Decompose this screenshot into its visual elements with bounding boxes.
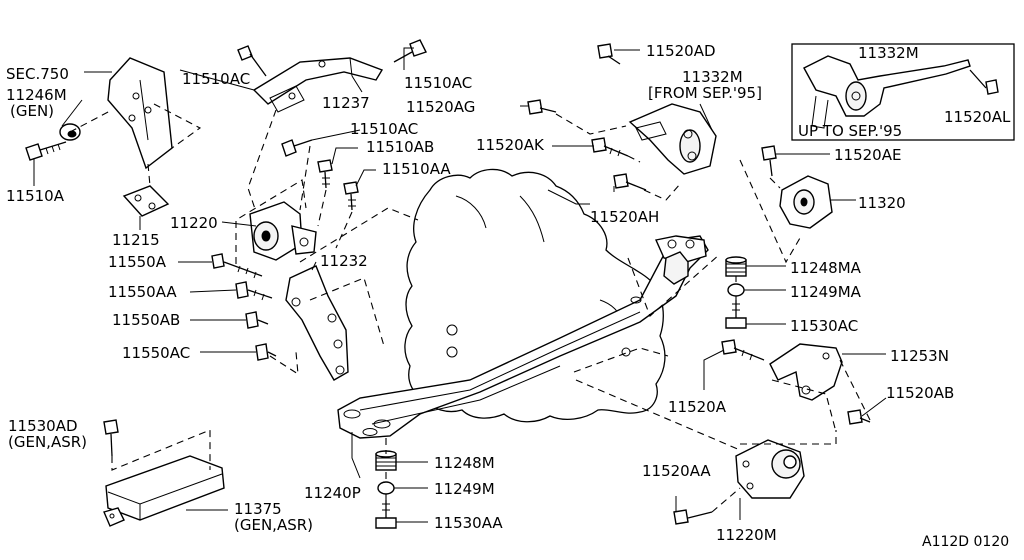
label-11249ma: 11249MA — [790, 283, 862, 301]
label-gen-asr-2: (GEN,ASR) — [234, 516, 313, 534]
bolt-11510aa — [343, 181, 359, 211]
label-11520a: 11520A — [668, 398, 727, 416]
inset-up-to-sep95 — [791, 43, 1015, 141]
bolt-11530aa — [375, 500, 397, 529]
diagram-code: A112D 0120 — [922, 534, 1009, 550]
label-11215: 11215 — [112, 231, 160, 249]
bolt-11520a — [721, 339, 765, 361]
label-11220m: 11220M — [716, 526, 777, 544]
label-11520ab: 11520AB — [886, 384, 954, 402]
bolt-11520ab — [847, 409, 871, 425]
bolt-11550ac — [255, 343, 277, 361]
center-member-11240p — [337, 235, 709, 439]
label-11246m: 11246M — [6, 86, 67, 104]
label-11520ag: 11520AG — [406, 98, 475, 116]
label-11220: 11220 — [170, 214, 218, 232]
label-11510a: 11510A — [6, 187, 65, 205]
label-11510ac-c: 11510AC — [350, 120, 418, 138]
label-11520ah: 11520AH — [590, 208, 659, 226]
label-11237: 11237 — [322, 94, 370, 112]
bolt-11510a — [25, 141, 67, 161]
bolt-11520ak — [591, 137, 629, 157]
bracket-11253n — [769, 343, 843, 401]
bolt-11520ah — [613, 173, 647, 191]
label-11240p: 11240P — [304, 484, 361, 502]
bolt-11520ag — [527, 99, 557, 115]
label-11550ab: 11550AB — [112, 311, 180, 329]
washer-11249m — [377, 481, 395, 495]
label-11530ad: 11530AD — [8, 417, 78, 435]
bracket-11232 — [285, 265, 349, 381]
label-11232: 11232 — [320, 252, 368, 270]
label-11520ad: 11520AD — [646, 42, 716, 60]
bolt-11510ac-right — [393, 39, 427, 63]
label-11520al: 11520AL — [944, 108, 1011, 126]
bracket-sec750 — [107, 57, 173, 170]
bolt-11520ad — [597, 43, 621, 65]
label-from-sep95: [FROM SEP.'95] — [648, 84, 762, 102]
label-11253n: 11253N — [890, 347, 949, 365]
label-11375: 11375 — [234, 500, 282, 518]
mount-11320 — [779, 175, 833, 229]
washer-11249ma — [727, 283, 745, 297]
label-11530aa: 11530AA — [434, 514, 503, 532]
label-11520ae: 11520AE — [834, 146, 901, 164]
label-11550a: 11550A — [108, 253, 167, 271]
label-sec750: SEC.750 — [6, 65, 69, 83]
label-up-to-sep95: UP TO SEP.'95 — [798, 122, 902, 140]
bolt-11520aa — [673, 509, 713, 525]
label-11520ak: 11520AK — [476, 136, 545, 154]
label-11332m-a: 11332M — [682, 68, 743, 86]
bolt-11510ab — [317, 159, 333, 189]
label-gen-asr-1: (GEN,ASR) — [8, 433, 87, 451]
bolt-11520ae — [761, 145, 777, 177]
bolt-11530ac — [725, 300, 747, 329]
part-labels: SEC.750 11246M (GEN) 11510A 11215 11510A… — [6, 42, 1011, 550]
label-11510ac-a: 11510AC — [182, 70, 250, 88]
label-11510ab: 11510AB — [366, 138, 434, 156]
module-11375 — [103, 455, 225, 527]
bolt-11550ab — [245, 311, 269, 329]
label-11530ac: 11530AC — [790, 317, 858, 335]
bracket-11237 — [252, 57, 384, 113]
engine-block — [404, 168, 666, 423]
engine-mount-11220 — [249, 201, 317, 261]
dashed-guides — [69, 103, 871, 513]
label-gen: (GEN) — [10, 102, 54, 120]
label-11332m-b: 11332M — [858, 44, 919, 62]
label-11520aa: 11520AA — [642, 462, 711, 480]
plate-11215 — [122, 185, 170, 217]
bolt-11530ad — [103, 419, 119, 457]
label-11248ma: 11248MA — [790, 259, 862, 277]
bolt-11550aa — [235, 281, 273, 301]
bracket-11332m-from — [628, 103, 717, 175]
label-11248m: 11248M — [434, 454, 495, 472]
label-11510aa: 11510AA — [382, 160, 451, 178]
leader-lines — [33, 47, 887, 523]
label-11550aa: 11550AA — [108, 283, 177, 301]
insulator-11248ma — [725, 256, 747, 277]
label-11320: 11320 — [858, 194, 906, 212]
mount-11220m — [735, 439, 805, 499]
label-11550ac: 11550AC — [122, 344, 190, 362]
bolt-11550a — [211, 253, 263, 279]
bolt-11510ac-mid — [281, 139, 313, 157]
label-11249m: 11249M — [434, 480, 495, 498]
label-11510ac-b: 11510AC — [404, 74, 472, 92]
bolt-11510ac-left — [237, 45, 267, 77]
